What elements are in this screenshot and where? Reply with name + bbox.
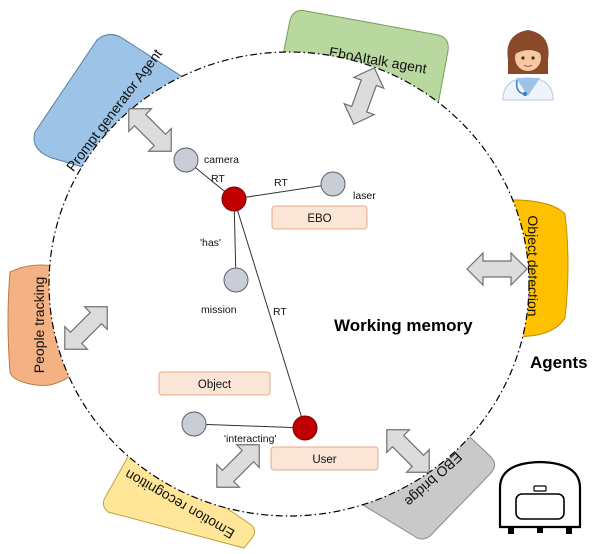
agent-object-detection-label: Object detection [525,215,541,316]
edge-interacting [193,423,306,429]
edge-mission [233,198,237,281]
edge-user [233,198,306,429]
agents-heading: Agents [530,353,588,372]
tag-object: Object [158,371,271,396]
node-mission [223,267,249,293]
node-mission-label: mission [201,304,237,316]
tag-ebo-label: EBO [307,213,331,225]
tag-user: User [270,446,379,471]
node-camera [173,147,199,173]
tag-object-label: Object [198,379,232,391]
node-robot-self [221,186,247,212]
working-memory-title: Working memory [334,316,473,335]
robot-icon [498,460,582,534]
edge-rt-user-label: RT [273,306,287,318]
edge-interacting-label: 'interacting' [224,433,276,445]
edge-laser [233,183,334,200]
tag-ebo: EBO [271,205,368,230]
edge-rt-laser-label: RT [274,177,288,189]
tag-user-label: User [312,454,336,466]
node-user [292,415,318,441]
doctor-avatar-icon [502,30,554,101]
node-laser [320,171,346,197]
edge-rt-camera-label: RT [211,173,225,185]
node-camera-label: camera [204,154,239,166]
working-memory-boundary [48,51,530,517]
agent-people-tracking-label: People tracking [31,277,47,374]
node-object [181,411,207,437]
node-laser-label: laser [353,190,376,202]
edge-has-label: 'has' [200,237,221,249]
